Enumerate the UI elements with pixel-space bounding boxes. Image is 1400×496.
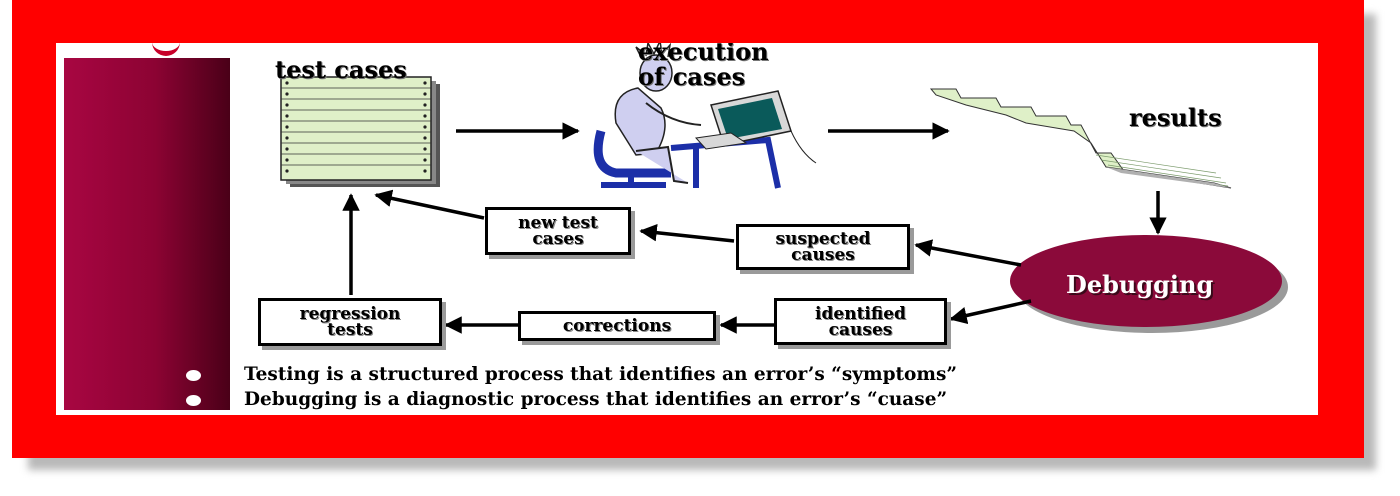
execution-label-line1: execution — [638, 43, 769, 66]
bullet-dot — [186, 370, 201, 381]
new-test-cases-line2: cases — [532, 229, 584, 249]
regression-tests-line1: regression — [299, 304, 401, 324]
results-printout — [929, 88, 1232, 189]
bullet-text-testing: Testing is a structured process that ide… — [244, 364, 958, 385]
slide-sidebar — [64, 58, 230, 410]
debugging-ellipse — [1010, 235, 1282, 327]
suspected-causes-line1: suspected — [775, 229, 871, 249]
identified-causes-line2: causes — [828, 319, 893, 340]
flow-arrows — [342, 122, 1167, 334]
suspected-causes-box: suspected causes — [736, 224, 910, 270]
person-at-computer — [593, 43, 817, 189]
new-test-cases-line1: new test — [518, 213, 598, 233]
execution-label-line2: of cases — [638, 62, 746, 91]
corner-mark — [152, 43, 180, 56]
corrections-box: corrections — [518, 311, 716, 341]
test-cases-label: test cases — [275, 55, 407, 84]
corrections-label: corrections — [562, 316, 672, 336]
regression-tests-line2: tests — [327, 320, 373, 340]
identified-causes-line1: identified — [815, 303, 906, 324]
identified-causes-box: identified causes — [774, 298, 947, 345]
regression-tests-box: regression tests — [258, 298, 442, 346]
slide: test cases execution of cases results De… — [56, 43, 1318, 415]
test-cases-stack — [280, 76, 440, 187]
bullet-text-debugging: Debugging is a diagnostic process that i… — [244, 389, 948, 410]
suspected-causes-line2: causes — [791, 245, 855, 265]
new-test-cases-box: new test cases — [485, 207, 631, 255]
results-label: results — [1129, 103, 1222, 132]
bullet-dot — [186, 395, 201, 406]
diagram-art — [280, 43, 1288, 334]
debugging-label: Debugging — [1066, 270, 1214, 299]
